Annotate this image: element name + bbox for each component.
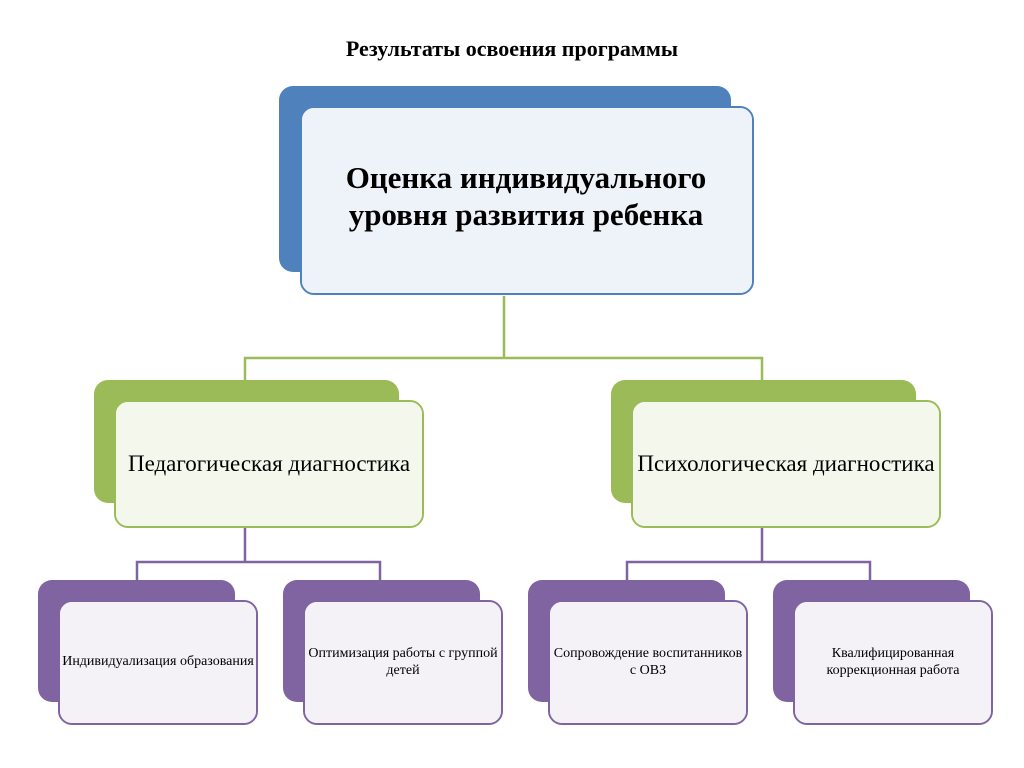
- level3-node-group-optimization: Оптимизация работы с группой детей: [283, 580, 505, 727]
- level3-node-label: Оптимизация работы с группой детей: [308, 645, 498, 678]
- level2-node-label: Психологическая диагностика: [637, 451, 935, 477]
- level3-node-label: Сопровождение воспитанников с ОВЗ: [553, 645, 743, 678]
- root-node-front-shape: [300, 106, 754, 295]
- level3-node-front-shape: [303, 600, 503, 725]
- level3-node-front-shape: [793, 600, 993, 725]
- level2-node-psychological: Психологическая диагностика: [611, 380, 943, 530]
- level2-node-label: Педагогическая диагностика: [127, 451, 411, 477]
- level3-node-label: Индивидуализация образования: [62, 654, 254, 670]
- level3-node-front-shape: [548, 600, 748, 725]
- root-node: Оценка индивидуального уровня развития р…: [279, 86, 759, 298]
- level3-node-support-ovz: Сопровождение воспитанников с ОВЗ: [528, 580, 750, 727]
- level3-node-individualization: Индивидуализация образования: [38, 580, 260, 727]
- level3-node-label: Квалифицированная коррекционная работа: [826, 645, 960, 678]
- level3-node-front-shape: [58, 600, 258, 725]
- connector-level2-bar: [243, 356, 764, 382]
- diagram-title: Результаты освоения программы: [345, 36, 679, 61]
- root-node-label: Оценка индивидуального уровня развития р…: [345, 159, 707, 232]
- level2-node-front-shape: [631, 400, 941, 528]
- level2-node-front-shape: [114, 400, 424, 528]
- level3-node-correction-work: Квалифицированная коррекционная работа: [773, 580, 995, 727]
- connector-left-level3-bar: [135, 560, 382, 582]
- connector-right-level3-bar: [625, 560, 872, 582]
- level2-node-pedagogical: Педагогическая диагностика: [94, 380, 426, 530]
